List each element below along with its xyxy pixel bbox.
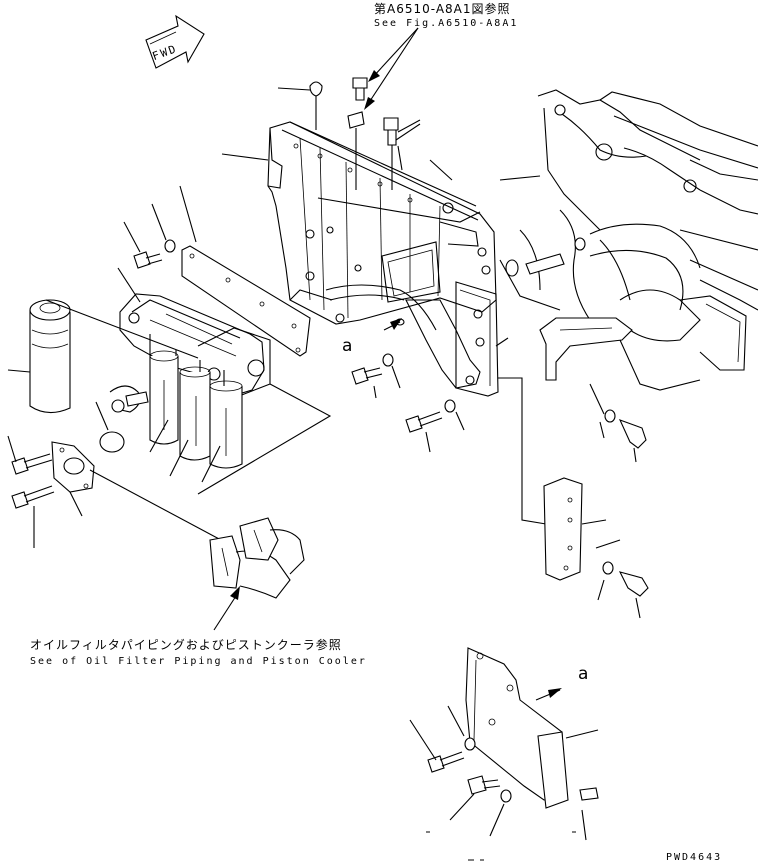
bottom-reference-jp: オイルフィルタパイピングおよびピストンクーラ参照 — [30, 638, 342, 652]
callout-arrow-icon — [213, 586, 240, 631]
top-bolts — [277, 77, 421, 190]
detail-view — [409, 647, 599, 861]
left-bolt — [123, 203, 176, 269]
pipe-flanges — [197, 383, 332, 599]
top-reference-jp: 第A6510-A8A1図参照 — [374, 2, 511, 16]
detail-label-main: a — [342, 336, 353, 356]
drawing-code: PWD4643 — [666, 852, 723, 863]
gasket-panel — [179, 185, 311, 357]
engine-block — [499, 89, 758, 391]
top-reference-en: See Fig.A6510-A8A1 — [374, 18, 519, 29]
clamp-and-plug — [95, 385, 149, 453]
left-flange — [7, 435, 237, 549]
oil-filter-head — [117, 267, 271, 399]
engine-mount-bracket — [498, 237, 633, 525]
right-lower-bolt — [589, 383, 647, 463]
fwd-arrow-icon — [145, 14, 205, 69]
support-bracket — [543, 477, 649, 619]
main-bracket — [221, 121, 497, 331]
top-reference-arrows — [364, 27, 419, 110]
spare-filter — [7, 299, 199, 414]
filter-cartridges — [149, 350, 243, 483]
detail-label-view: a — [578, 664, 589, 684]
side-plate — [405, 281, 509, 397]
right-side-bolts — [351, 318, 465, 453]
bottom-reference-en: See of Oil Filter Piping and Piston Cool… — [30, 656, 367, 667]
